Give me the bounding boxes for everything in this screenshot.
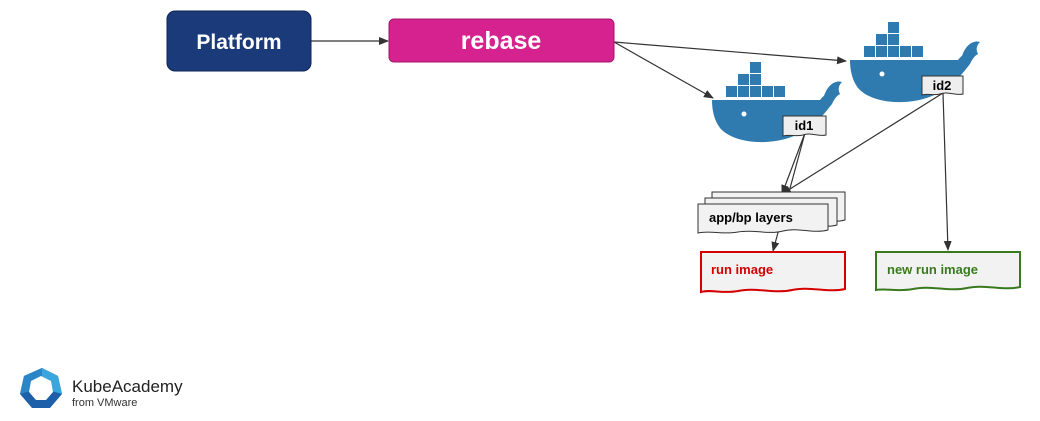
logo-title: KubeAcademy [72, 377, 183, 396]
run-image-box [700, 251, 846, 294]
image-id2-node: id2 [921, 75, 964, 96]
rebase-node: rebase [388, 18, 615, 63]
image-id1-node: id1 [782, 115, 827, 137]
platform-box [166, 10, 312, 72]
arrow-rebase-to-id2 [613, 41, 847, 65]
rebase-label: rebase [461, 27, 542, 55]
platform-node: Platform [166, 10, 312, 72]
logo-subtitle: from VMware [72, 397, 137, 409]
arrow-rebase-to-id1 [613, 41, 714, 99]
id2-tag [921, 75, 964, 96]
layers-node: app/bp layers [697, 191, 846, 234]
docker-whale-icon [850, 22, 980, 103]
id1-label: id1 [795, 118, 814, 133]
arrow-id2-to-layers [781, 92, 944, 195]
arrow-id1-to-layers [781, 132, 806, 195]
run-image-node: run image [700, 251, 846, 294]
docker-whale-icon [712, 62, 842, 143]
platform-label: Platform [196, 31, 281, 54]
layers-card [697, 203, 829, 234]
kubeacademy-logo-icon [20, 368, 62, 408]
layers-label: app/bp layers [709, 210, 793, 225]
new-run-image-node: new run image [875, 251, 1021, 292]
new-run-image-label: new run image [887, 262, 978, 277]
id1-tag [782, 115, 827, 137]
id2-label: id2 [933, 78, 952, 93]
new-run-image-box [875, 251, 1021, 292]
arrow-id2-to-new-run-image [942, 92, 952, 251]
rebase-box [388, 18, 615, 63]
run-image-label: run image [711, 262, 773, 277]
